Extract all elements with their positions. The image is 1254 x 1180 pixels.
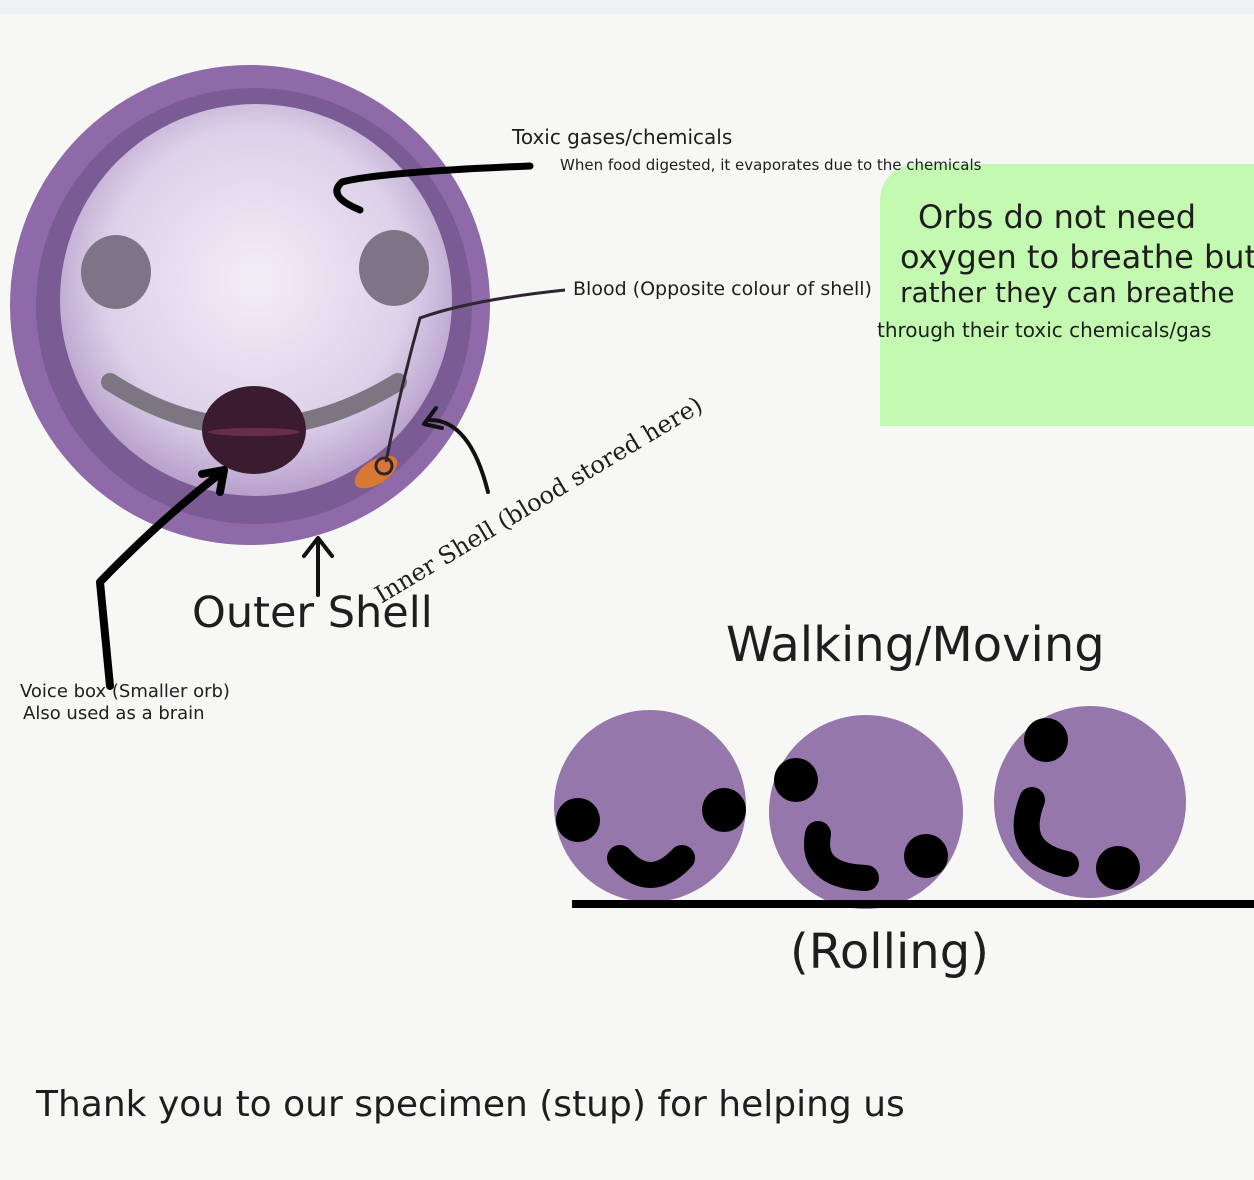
rolling-orb-2 (769, 715, 963, 909)
walking-moving-title: Walking/Moving (726, 617, 1105, 673)
note-line-2: oxygen to breathe but (900, 238, 1254, 276)
outer-shell-label: Outer Shell (192, 588, 433, 638)
toxic-gases-note: When food digested, it evaporates due to… (560, 156, 981, 174)
note-line-3: rather they can breathe (900, 276, 1235, 309)
right-eye (359, 230, 429, 306)
voice-box-note: Also used as a brain (23, 703, 205, 724)
rolling-caption: (Rolling) (790, 924, 989, 980)
voice-box-shine (208, 428, 300, 436)
note-line-1: Orbs do not need (918, 198, 1196, 236)
outer-shell-arrow (304, 538, 332, 595)
toxic-gases-label: Toxic gases/chemicals (512, 125, 732, 149)
rolling-orb-3 (994, 706, 1186, 898)
thanks-footer: Thank you to our specimen (stup) for hel… (36, 1084, 905, 1125)
voice-box-label: Voice box (Smaller orb) (20, 681, 230, 702)
rolling-orb-1 (554, 710, 746, 902)
blood-label: Blood (Opposite colour of shell) (573, 278, 872, 300)
note-line-4: through their toxic chemicals/gas (877, 318, 1211, 342)
left-eye (81, 235, 151, 309)
